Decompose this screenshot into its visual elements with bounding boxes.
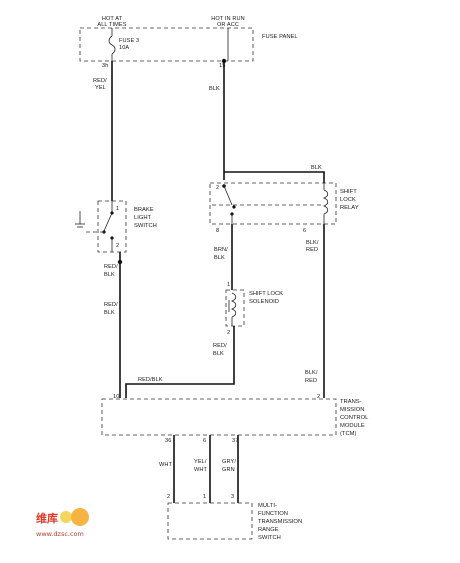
label-wire-yel-wht-2: WHT [194,467,208,473]
label-relay-2: LOCK [340,197,356,203]
label-mf-3: TRANSMISSION [258,519,302,525]
shift-lock-solenoid-box [225,289,245,327]
label-brake-pin-2: 2 [116,243,119,249]
label-brake-3: SWITCH [134,223,157,229]
label-solenoid-2: SOLENOID [249,299,279,305]
label-mf-pin-2: 2 [167,494,170,500]
fuse-panel-box [79,27,254,62]
label-wire-red-blk-c1: RED/ [213,343,227,349]
label-hot-at: HOT AT [102,16,123,22]
label-tcm-pin-37: 37 [232,438,238,444]
label-tcm-pin-left: 10 [113,394,119,400]
label-wire-red-blk-c2: BLK [213,351,224,357]
splice-dot-brake [117,259,123,265]
label-brake-1: BRAKE [134,207,154,213]
range-switch-box [167,502,253,540]
tcm-box [101,398,337,436]
label-fuse-rating: 10A [119,45,129,51]
label-mf-pin-1: 1 [203,494,206,500]
label-fuse-pin-right: 15 [219,63,225,69]
label-tcm-4: MODULE [340,423,365,429]
label-tcm-3: CONTROL [340,415,369,421]
label-brake-2: LIGHT [134,215,152,221]
label-wire-red-blk-a2: BLK [104,272,115,278]
label-tcm-pin-6: 6 [203,438,206,444]
label-all-times: ALL TIMES [97,22,126,28]
label-fuse-panel: FUSE PANEL [262,34,298,40]
label-wire-blk-red-a1: BLK/ [306,240,319,246]
label-wire-red-yel-1: RED/ [93,78,107,84]
label-wire-red-blk-a1: RED/ [104,264,118,270]
label-mf-2: FUNCTION [258,511,288,517]
label-wire-red-yel-2: YEL [95,85,106,91]
label-relay-pin-6: 6 [303,228,306,234]
label-wire-blk-red-a2: RED [306,247,318,253]
relay-coil [322,189,329,215]
shift-lock-relay-box [209,182,337,225]
solenoid-coil [230,292,237,318]
label-mf-4: RANGE [258,527,279,533]
label-fuse-name: FUSE 3 [119,38,139,44]
wire-red-blk-solenoid [125,326,235,398]
label-relay-pin-8: 8 [216,228,219,234]
label-sol-pin-1: 1 [227,282,230,288]
fuse-symbol [108,35,116,55]
label-mf-1: MULTI- [258,503,277,509]
label-sol-pin-2: 2 [227,330,230,336]
label-tcm-pin-right: 2 [317,394,320,400]
label-wire-blk-top: BLK [209,86,220,92]
relay-contact-arm [223,185,233,206]
label-tcm-2: MISSION [340,407,364,413]
label-wire-blk-red-b1: BLK/ [305,370,318,376]
watermark-badge-small-icon [60,511,72,523]
label-relay-3: RELAY [340,205,359,211]
wire-blk-relay-branch [224,171,325,183]
label-wire-red-blk-b1: RED/ [104,302,118,308]
label-wire-blk-relay: BLK [311,165,322,171]
label-wire-yel-wht-1: YEL/ [194,459,207,465]
label-wire-wht: WHT [159,462,173,468]
watermark-brand: 维库 [36,511,58,525]
relay-contact-dot [232,205,236,209]
label-wire-gry-grn-2: GRN [222,467,235,473]
label-tcm-5: (TCM) [340,431,356,437]
label-solenoid-1: SHIFT LOCK [249,291,283,297]
label-relay-1: SHIFT [340,189,357,195]
label-mf-5: SWITCH [258,535,281,541]
label-mf-pin-3: 3 [231,494,234,500]
label-wire-blk-red-b2: RED [305,378,317,384]
watermark-logo: 维库 www.dzsc.com [36,508,89,538]
label-brake-pin-1: 1 [116,206,119,212]
brake-switch-arm [103,212,113,232]
label-or-acc: OR ACC [217,22,239,28]
label-relay-pin-2: 2 [216,185,219,191]
label-wire-red-blk-b2: BLK [104,310,115,316]
label-wire-red-blk-h: RED/BLK [138,377,163,383]
label-tcm-1: TRANS- [340,399,362,405]
label-wire-gry-grn-1: GRY/ [222,459,236,465]
watermark-badge-icon [71,508,89,526]
label-wire-brn-blk-2: BLK [214,255,225,261]
label-wire-brn-blk-1: BRN/ [214,247,228,253]
label-hot-in-run: HOT IN RUN [211,16,245,22]
watermark-url: www.dzsc.com [36,530,84,538]
label-fuse-pin-left: 3h [102,63,108,69]
label-tcm-pin-36: 36 [165,438,171,444]
